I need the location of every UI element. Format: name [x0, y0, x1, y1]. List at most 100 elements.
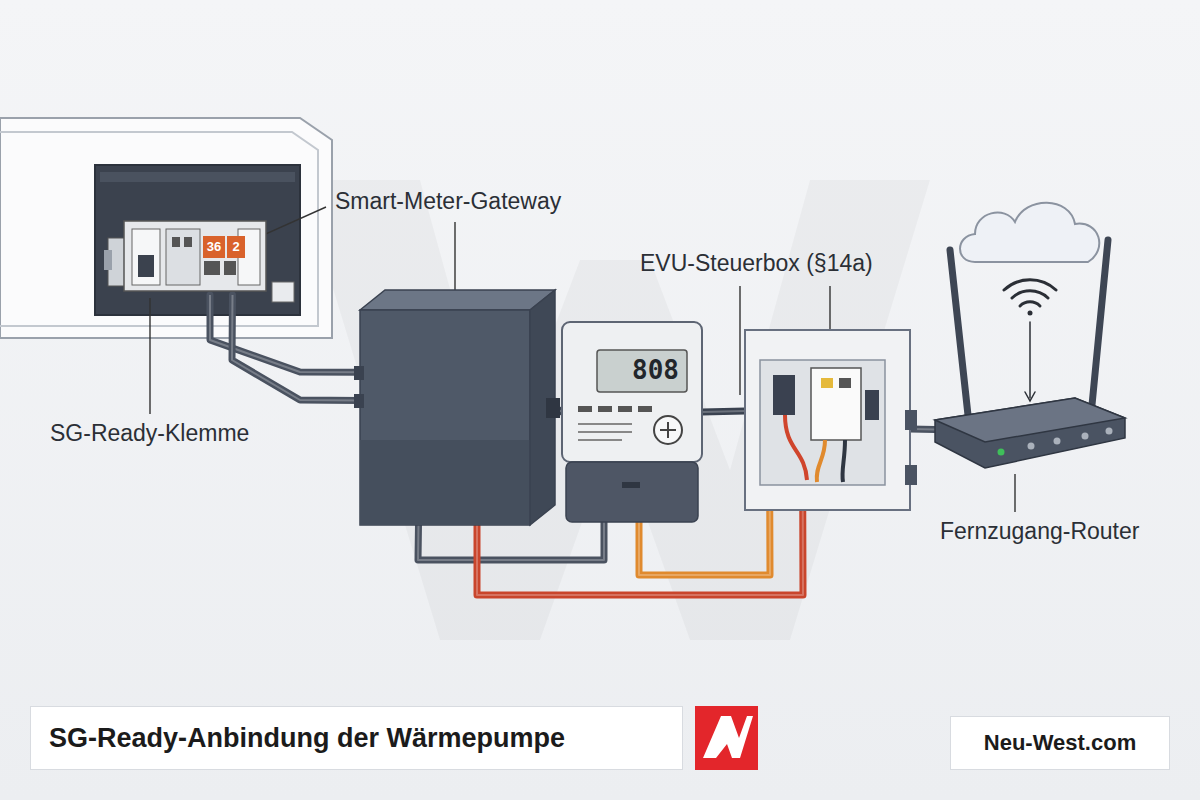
router-device-drawing-part [1054, 438, 1061, 445]
electricity-meter-drawing-part [578, 406, 592, 412]
terminal-block-drawing-part [138, 255, 154, 277]
gateway-box: Smart-Meter-Gateway [360, 290, 555, 525]
heat-pump-housing-part [95, 165, 300, 315]
router-device-drawing-part [935, 398, 1125, 442]
watermark [300, 180, 930, 640]
control-box-drawing-part [842, 440, 845, 482]
wifi-symbol-part [1025, 392, 1035, 401]
heat-pump-housing-part [104, 250, 112, 270]
terminal-number: 2 [227, 236, 245, 258]
cable-highlight [418, 522, 604, 560]
terminal-block-drawing-part [166, 229, 200, 285]
router-device-drawing-part [998, 449, 1005, 456]
control-box-drawing-part [865, 390, 879, 420]
router-antennas-part [950, 250, 968, 415]
cloud-icon-part [960, 203, 1099, 262]
gateway-box-drawing-part [354, 366, 364, 380]
heat-pump-housing-part [100, 172, 295, 182]
electricity-meter-drawing-part [622, 482, 640, 488]
terminal-block-drawing-part [172, 237, 180, 247]
router-device: Fernzugang-Router [935, 380, 1125, 470]
wifi-symbol-part [1004, 280, 1056, 290]
leader-lines-part [149, 298, 150, 414]
cable-line [232, 295, 360, 400]
terminal-number: 36 [203, 236, 225, 258]
control-box-drawing-part [905, 465, 917, 485]
gateway-box-drawing-part [360, 290, 555, 310]
electricity-meter-drawing-part [598, 406, 612, 412]
control-box-drawing-part [839, 378, 851, 388]
router-antennas [950, 240, 1108, 415]
brand-logo-part [703, 716, 753, 758]
router-device-drawing [935, 380, 1125, 470]
cable-line [702, 411, 745, 412]
router-antennas-part [1092, 240, 1108, 405]
terminal-block-drawing-part [132, 229, 160, 285]
control-box-drawing-part [785, 415, 807, 480]
cloud-icon [960, 203, 1099, 262]
control-box-drawing-part [905, 410, 917, 430]
wifi-symbol [1004, 280, 1056, 401]
terminal-block-drawing [120, 215, 270, 295]
heat-pump-housing-part [272, 282, 294, 302]
router-device-drawing-part [1028, 443, 1035, 450]
gateway-box-drawing-part [360, 440, 530, 525]
control-box-drawing-part [760, 360, 885, 485]
router-device-drawing-part [1082, 433, 1089, 440]
electricity-meter-drawing-part [654, 416, 682, 444]
terminal-block: SG-Ready-Klemme [120, 215, 270, 295]
control-box-drawing-part [811, 368, 861, 440]
cable-connector [702, 411, 745, 412]
control-box: EVU-Steuerbox (§14a) [745, 330, 910, 510]
control-box-drawing [745, 330, 910, 510]
electricity-meter-drawing-part [578, 431, 632, 433]
callout-label: SG-Ready-Klemme [50, 420, 249, 448]
heat-pump-housing-part [0, 132, 318, 326]
gateway-box-drawing [360, 290, 555, 525]
wifi-symbol-part [1029, 322, 1031, 398]
leader-lines-part [454, 222, 455, 290]
cable-connector [232, 295, 360, 400]
wifi-symbol-part [1020, 302, 1040, 306]
leader-lines-part [1014, 474, 1015, 512]
gateway-box-drawing-part [354, 394, 364, 408]
meter-display: 808 [597, 350, 687, 392]
control-box-drawing-part [821, 378, 833, 388]
electricity-meter-drawing-part [578, 423, 632, 425]
electricity-meter-drawing-part [562, 322, 702, 462]
electricity-meter: 808 [562, 322, 702, 522]
gateway-box-drawing-part [360, 310, 530, 525]
cable-highlight [232, 295, 360, 400]
leader-lines-part [739, 286, 740, 395]
terminal-block-drawing-part [124, 221, 266, 291]
control-box-drawing-part [817, 440, 825, 482]
brand-logo-part [695, 706, 758, 770]
terminal-block-drawing-part [224, 261, 236, 275]
electricity-meter-drawing-part [618, 406, 632, 412]
callout-label: Smart-Meter-Gateway [335, 188, 561, 216]
title-banner: SG-Ready-Anbindung der Wärmepumpe [30, 706, 683, 770]
electricity-meter-drawing [562, 322, 702, 522]
control-box-drawing-part [745, 330, 910, 510]
electricity-meter-drawing-part [578, 439, 622, 441]
website-label: Neu-West.com [950, 716, 1170, 770]
electricity-meter-drawing-part [566, 462, 698, 522]
cable-line [418, 522, 604, 560]
watermark-part [300, 180, 930, 640]
callout-label: EVU-Steuerbox (§14a) [640, 250, 873, 278]
control-box-drawing-part [773, 375, 795, 415]
router-device-drawing-part [1106, 428, 1113, 435]
wifi-symbol-part [1012, 291, 1048, 298]
brand-logo [695, 706, 758, 770]
terminal-block-drawing-part [184, 237, 192, 247]
terminal-block-drawing-part [204, 261, 220, 275]
gateway-box-drawing-part [546, 398, 560, 418]
electricity-meter-drawing-part [667, 422, 669, 438]
electricity-meter-drawing-part [638, 406, 652, 412]
leader-lines-part [829, 286, 830, 329]
router-device-drawing-part [935, 398, 1125, 468]
wifi-symbol-part [1028, 311, 1033, 316]
electricity-meter-drawing-part [597, 350, 687, 392]
